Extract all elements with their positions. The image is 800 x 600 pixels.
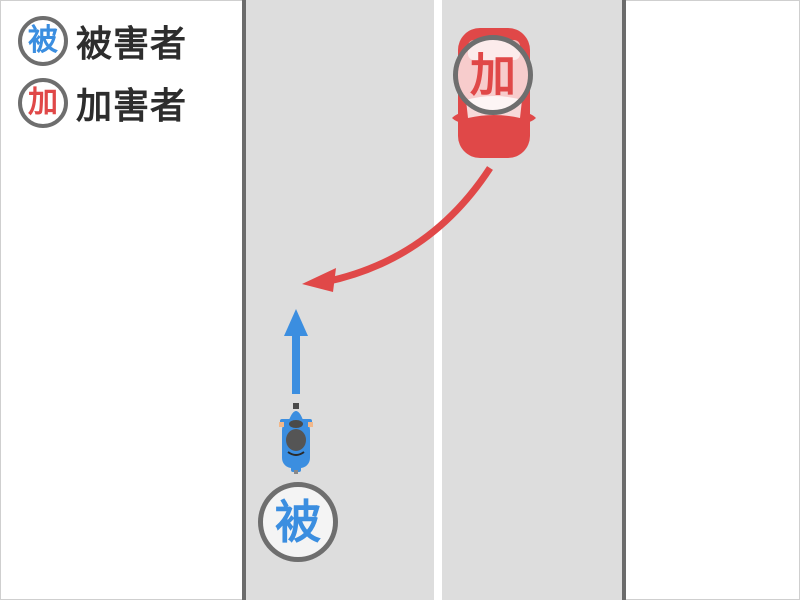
victim-path-arrow [284,309,308,394]
victim-legend-badge-text: 被 [28,23,58,58]
legend: 被 被害者 加 加害者 [18,10,187,134]
offender-legend-label: 加害者 [76,86,188,127]
road-edge-right [622,0,626,600]
victim-badge-text: 被 [275,495,321,549]
victim-legend-badge: 被 [18,16,68,66]
offender-legend-badge: 加 [18,78,68,128]
legend-item-victim: 被 被害者 [18,10,187,72]
victim-legend-label: 被害者 [76,24,188,65]
offender-badge: 加 [453,35,533,115]
road-center-line [434,0,442,600]
offender-path-arrow [302,166,493,292]
road-edge-left [242,0,246,600]
legend-item-offender: 加 加害者 [18,72,187,134]
offender-badge-text: 加 [470,48,516,102]
offender-legend-badge-text: 加 [28,85,58,120]
motorcycle-icon [279,403,313,474]
victim-badge: 被 [258,482,338,562]
